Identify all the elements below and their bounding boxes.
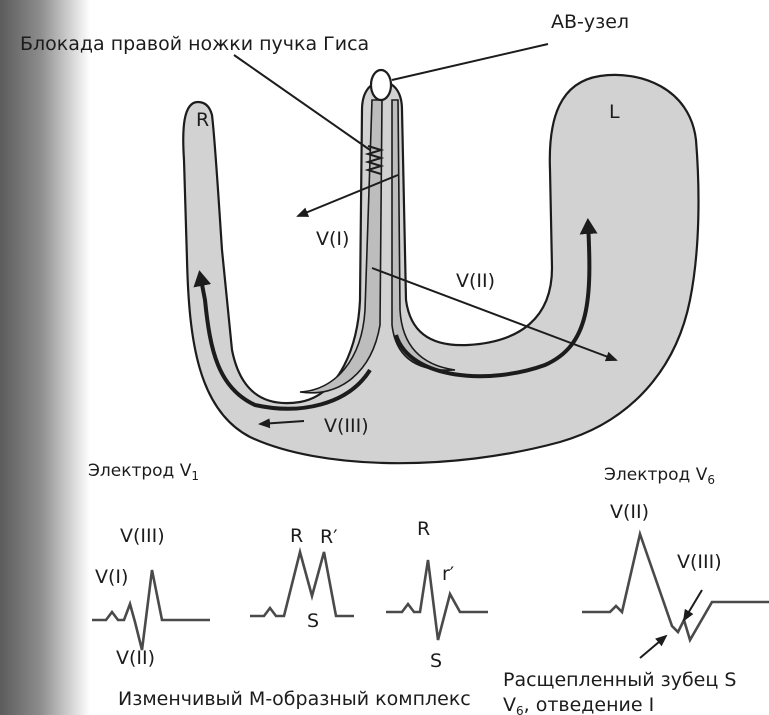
vector-3-label: V(III) — [324, 415, 369, 437]
split-s-caption: Расщепленный зубец S — [503, 669, 736, 691]
ecg3-s-label: S — [430, 650, 442, 672]
ecg2-r-label: R — [290, 525, 303, 547]
v3-pointer-arrow — [684, 590, 702, 620]
vector-2-label: V(II) — [456, 270, 495, 292]
ecg2-rp-label: R′ — [320, 526, 338, 548]
av-node-leader — [392, 44, 548, 80]
split-s-pointer-arrow — [640, 636, 666, 658]
m-complex-caption: Изменчивый М-образный комплекс — [118, 688, 471, 710]
ecg3-rp-label: r′ — [442, 563, 454, 585]
ecg3-r-label: R — [417, 518, 430, 540]
vector-1-label: V(I) — [316, 228, 349, 250]
ecg4-v3-label: V(III) — [677, 551, 722, 573]
ecg-trace-4 — [582, 534, 769, 640]
av-node — [371, 70, 391, 100]
ecg1-v1-label: V(I) — [95, 566, 128, 588]
ecg2-s-label: S — [307, 610, 319, 632]
electrode-v1-label: Электрод V1 — [88, 461, 199, 483]
electrode-v6-label: Электрод V6 — [604, 465, 715, 487]
ecg-trace-3 — [386, 560, 488, 640]
ecg4-v2-label: V(II) — [610, 501, 649, 523]
ecg1-v3-label: V(III) — [120, 525, 165, 547]
block-label: Блокада правой ножки пучка Гиса — [20, 33, 369, 55]
block-leader — [234, 55, 370, 150]
ecg-trace-2 — [250, 552, 354, 616]
right-ventricle-label: R — [196, 109, 209, 131]
ecg1-v2-label: V(II) — [116, 647, 155, 669]
v6-lead-caption: V6, отведение I — [503, 694, 654, 715]
av-node-label: АВ-узел — [551, 11, 629, 33]
left-ventricle-label: L — [609, 101, 620, 123]
